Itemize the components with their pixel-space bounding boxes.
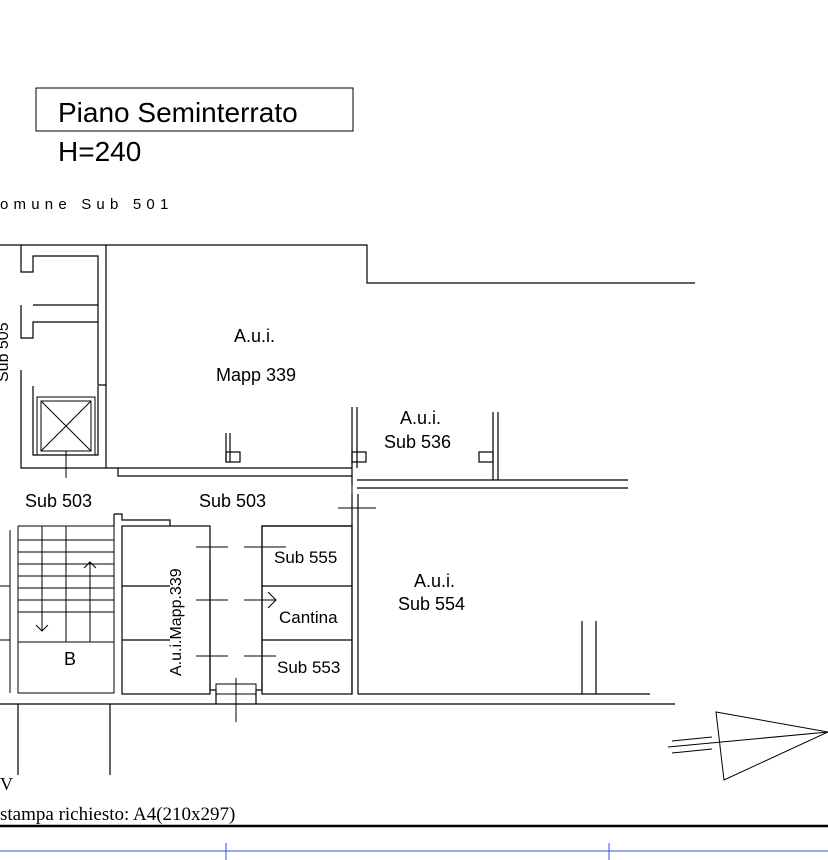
height-label: H=240	[58, 136, 141, 167]
outer-walls	[0, 244, 695, 705]
print-format-note: stampa richiesto: A4(210x297)	[0, 804, 235, 825]
room-label-sub503-right: Sub 503	[199, 491, 266, 511]
room-label-sub555: Sub 555	[274, 548, 337, 567]
upper-partitions	[225, 407, 628, 489]
room-label-aui-sub536-a: A.u.i.	[400, 408, 441, 428]
plan-title: Piano Seminterrato	[58, 97, 298, 128]
north-arrow-icon	[667, 711, 828, 781]
lower-walls	[17, 704, 111, 775]
room-label-cantina: Cantina	[279, 608, 338, 627]
room-label-b: B	[64, 649, 76, 669]
header-partial-text: omune Sub 501	[0, 196, 174, 213]
aisle-door-marks	[196, 546, 286, 722]
left-edge-vertical-label: Sub 505	[0, 322, 12, 382]
room-label-aui-sub554-b: Sub 554	[398, 594, 465, 614]
corner-glyph: V	[0, 774, 13, 794]
room-label-aui-mapp339-vertical: A.u.i.Mapp.339	[168, 568, 185, 676]
room-label-aui-mapp339-b: Mapp 339	[216, 365, 296, 385]
title-frame	[35, 87, 354, 132]
staircase	[0, 525, 115, 694]
room-label-aui-mapp339-a: A.u.i.	[234, 326, 275, 346]
room-label-sub503-left: Sub 503	[25, 491, 92, 511]
cellar-blocks	[113, 494, 650, 704]
left-shaft-walls	[20, 245, 353, 485]
corridor-door-mark	[338, 485, 376, 528]
room-label-sub553: Sub 553	[277, 658, 340, 677]
elevator-icon	[36, 396, 96, 478]
room-label-aui-sub554-a: A.u.i.	[414, 571, 455, 591]
room-label-aui-sub536-b: Sub 536	[384, 432, 451, 452]
